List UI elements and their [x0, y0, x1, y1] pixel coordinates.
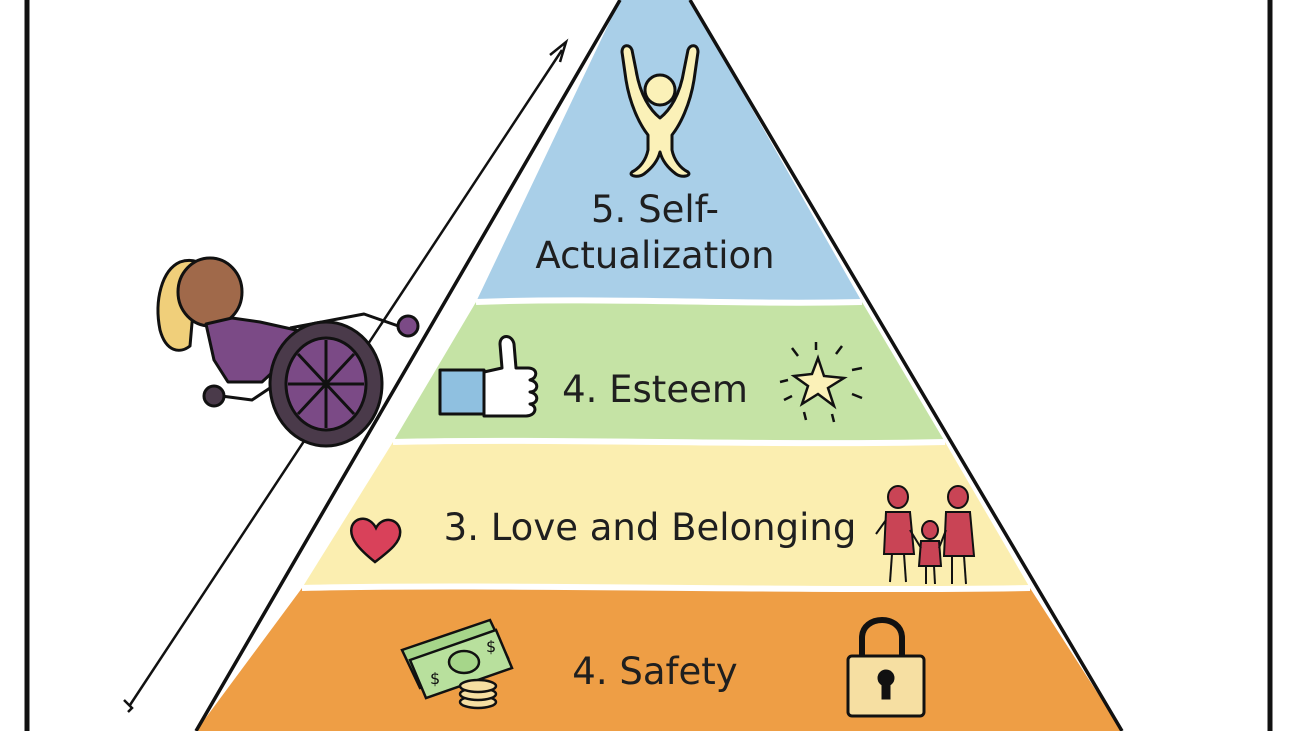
level-love-belonging-band — [302, 442, 1030, 588]
level-self-actualization-line1: 5. Self- — [591, 188, 719, 231]
heart-icon — [349, 517, 402, 564]
level-love-belonging-label: 3. Love and Belonging — [444, 506, 857, 549]
sparkle-star-icon — [779, 342, 863, 423]
family-icon — [875, 485, 976, 585]
padlock-icon — [846, 617, 926, 718]
band-divider — [475, 297, 863, 306]
level-esteem-label: 4. Esteem — [562, 368, 748, 411]
money-coins-icon: $ $ — [400, 618, 514, 710]
band-divider — [301, 583, 1031, 593]
thumbs-up-icon — [438, 335, 539, 418]
raised-arms-person-icon — [620, 44, 700, 178]
band-divider — [392, 437, 946, 447]
level-safety-label: 4. Safety — [572, 650, 737, 693]
svg-text:$: $ — [486, 637, 496, 656]
svg-text:$: $ — [430, 669, 440, 688]
wheelchair-user-icon — [156, 256, 420, 448]
pyramid-outline — [194, 0, 1124, 731]
level-self-actualization-line2: Actualization — [535, 234, 774, 277]
